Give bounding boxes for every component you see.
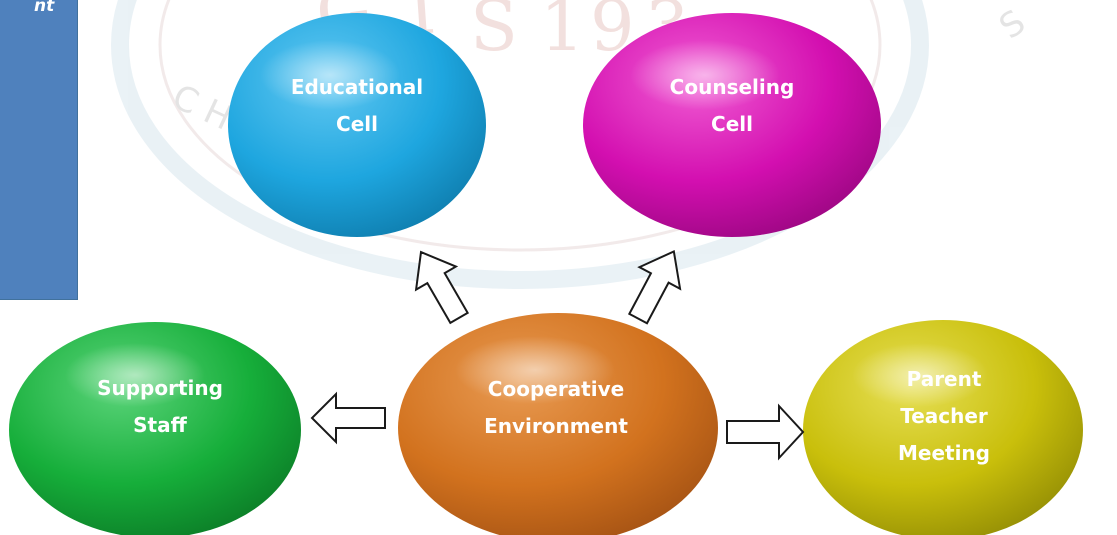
parent-teacher-meeting-label: Parent Teacher Meeting [864, 361, 1024, 472]
educational-cell-line-2: Cell [336, 112, 378, 136]
parent-teacher-meeting-line-1: Parent [906, 367, 982, 391]
supporting-staff-label: Supporting Staff [70, 370, 250, 444]
supporting-staff-line-1: Supporting [97, 376, 223, 400]
node-parent-teacher-meeting [803, 320, 1083, 535]
svg-text:S: S [992, 2, 1033, 47]
arrow-to-educational-cell [414, 250, 470, 325]
node-cooperative-environment [398, 313, 718, 535]
node-supporting-staff [9, 322, 301, 535]
educational-cell-label: Educational Cell [257, 69, 457, 143]
node-educational-cell [228, 13, 486, 237]
node-counseling-cell [583, 13, 881, 237]
counseling-cell-line-1: Counseling [669, 75, 795, 99]
side-panel: nt [0, 0, 78, 300]
cooperative-environment-line-1: Cooperative [487, 377, 625, 401]
arrow-to-parent-teacher-meeting [726, 403, 805, 461]
svg-text:S: S [470, 0, 518, 67]
side-panel-text: nt [34, 0, 55, 16]
supporting-staff-line-2: Staff [133, 413, 187, 437]
parent-teacher-meeting-line-3: Meeting [897, 441, 990, 465]
arrow-to-supporting-staff [310, 391, 386, 445]
educational-cell-line-1: Educational [290, 75, 424, 99]
counseling-cell-label: Counseling Cell [632, 69, 832, 143]
cooperative-environment-line-2: Environment [484, 414, 628, 438]
svg-text:1: 1 [540, 0, 585, 67]
parent-teacher-meeting-line-2: Teacher [900, 404, 988, 428]
counseling-cell-line-2: Cell [711, 112, 753, 136]
cooperative-environment-label: Cooperative Environment [456, 371, 656, 445]
arrow-to-counseling-cell [627, 249, 682, 325]
